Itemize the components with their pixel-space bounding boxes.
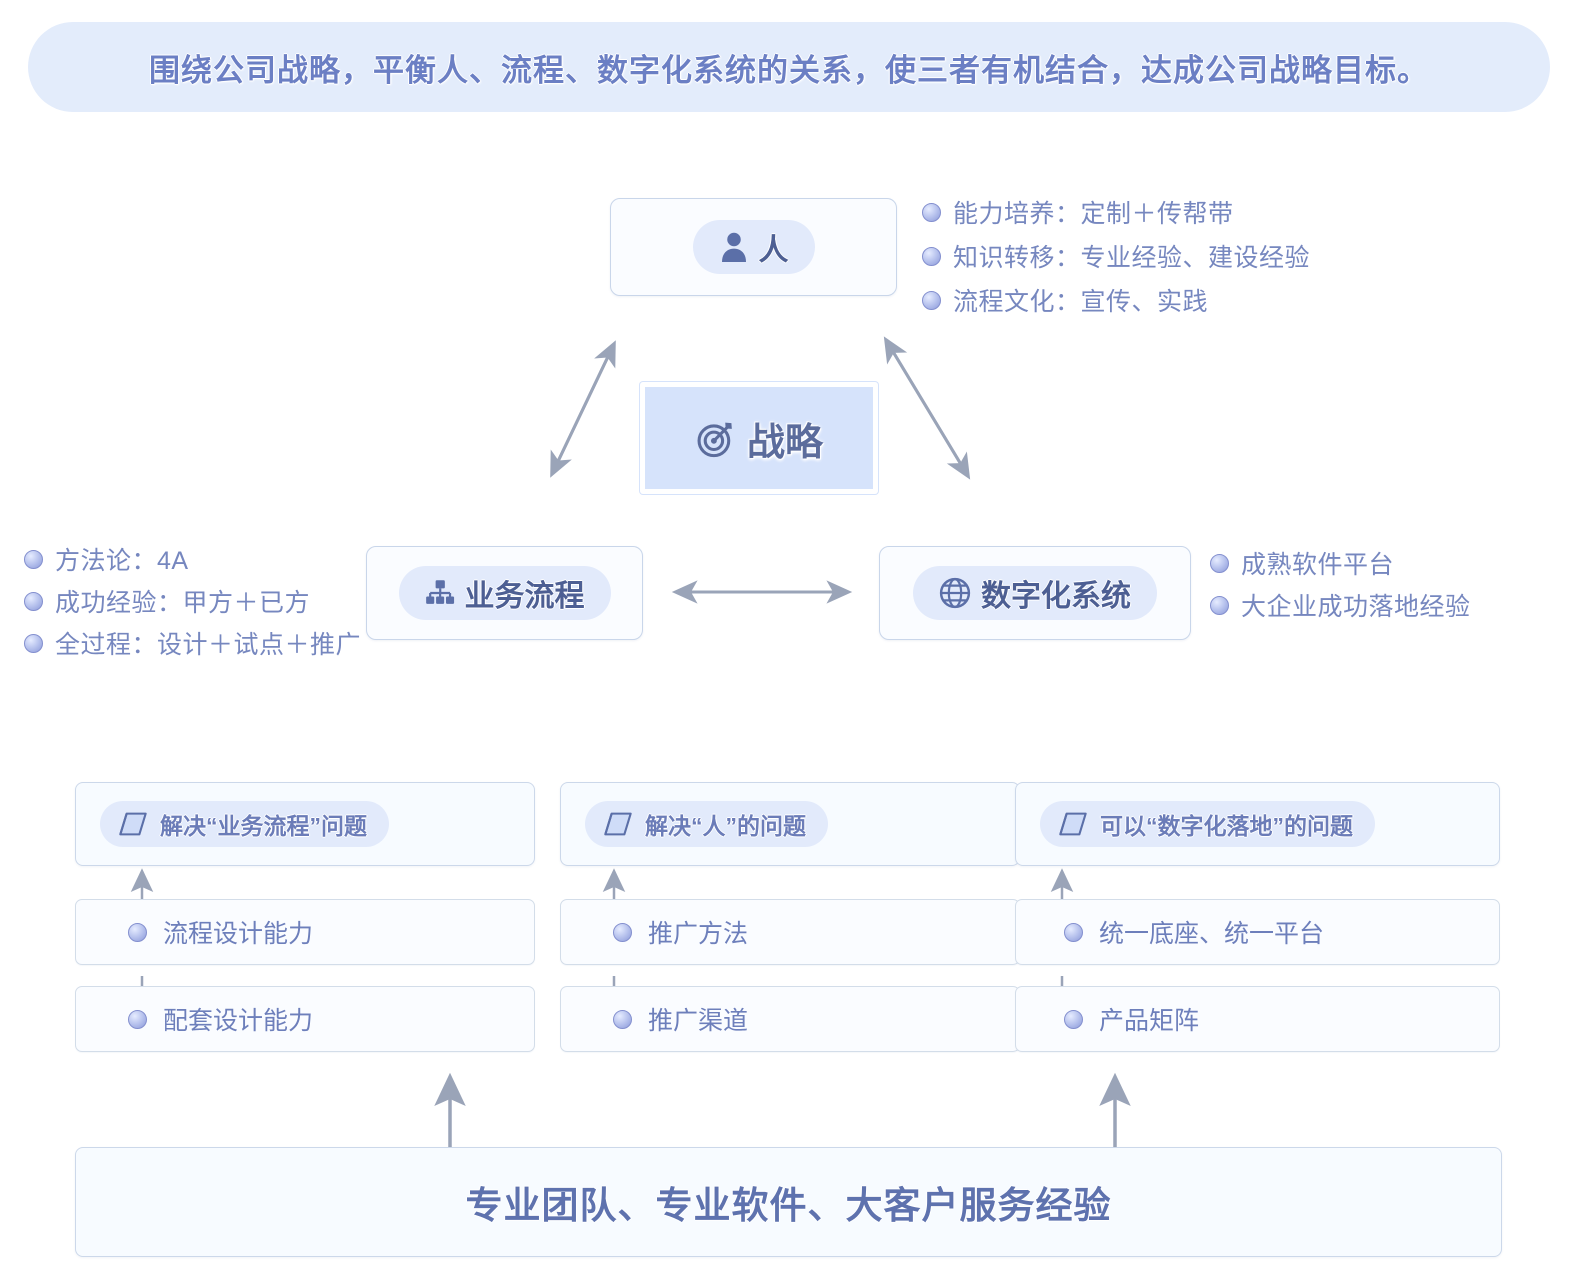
bullet-row: 能力培养：定制＋传帮带 (922, 190, 1310, 234)
bullet-row: 流程文化：宣传、实践 (922, 278, 1310, 322)
capability-item-label: 配套设计能力 (163, 1007, 314, 1035)
column-header-text: 解决“人”的问题 (645, 813, 806, 839)
header-title: 围绕公司战略，平衡人、流程、数字化系统的关系，使三者有机结合，达成公司战略目标。 (149, 52, 1429, 88)
strategy-box[interactable]: 战略 (640, 382, 878, 494)
bullet-text: 全过程：设计＋试点＋推广 (55, 631, 362, 659)
capability-item[interactable]: 统一底座、统一平台 (1015, 899, 1500, 965)
bullet-dot-icon (1064, 1009, 1083, 1029)
bullet-dot-icon (24, 591, 43, 611)
cube-icon (118, 810, 148, 838)
bullet-text: 知识转移：专业经验、建设经验 (953, 244, 1311, 272)
capability-item[interactable]: 推广渠道 (560, 986, 1020, 1052)
pillar-pill-system: 数字化系统 (913, 566, 1157, 620)
arrow-people-system (883, 336, 971, 480)
pillar-card-process[interactable]: 业务流程 (366, 546, 643, 640)
person-icon (719, 230, 749, 264)
bullet-text: 能力培养：定制＋传帮带 (953, 200, 1234, 228)
column-header-pill: 解决“人”的问题 (585, 801, 828, 847)
bullets-people: 能力培养：定制＋传帮带 知识转移：专业经验、建设经验 流程文化：宣传、实践 (922, 190, 1310, 322)
header-banner: 围绕公司战略，平衡人、流程、数字化系统的关系，使三者有机结合，达成公司战略目标。 (28, 22, 1550, 112)
column-header-card[interactable]: 解决“业务流程”问题 (75, 782, 535, 866)
capability-item-label: 产品矩阵 (1099, 1007, 1200, 1035)
cube-icon (1058, 810, 1088, 838)
pillar-pill-people: 人 (692, 220, 815, 274)
target-icon (695, 417, 737, 459)
column-header-pill: 解决“业务流程”问题 (100, 801, 389, 847)
bullet-row: 知识转移：专业经验、建设经验 (922, 234, 1310, 278)
capability-column-system: 可以“数字化落地”的问题 统一底座、统一平台 产品矩阵 (1015, 782, 1500, 1052)
pillar-card-people[interactable]: 人 (610, 198, 897, 296)
capability-item-label: 推广方法 (648, 920, 749, 948)
globe-icon (939, 577, 971, 609)
pillar-label-process: 业务流程 (464, 580, 585, 613)
pillar-label-system: 数字化系统 (981, 580, 1131, 613)
bullet-row: 成熟软件平台 (1210, 542, 1471, 584)
capability-item-label: 流程设计能力 (163, 920, 314, 948)
capability-item[interactable]: 配套设计能力 (75, 986, 535, 1052)
column-header-text: 可以“数字化落地”的问题 (1100, 813, 1353, 839)
strategy-inner: 战略 (695, 411, 823, 466)
bullet-text: 流程文化：宣传、实践 (953, 288, 1209, 316)
bullet-dot-icon (922, 202, 941, 222)
bullet-dot-icon (128, 1009, 147, 1029)
bullet-dot-icon (922, 290, 941, 310)
bullet-dot-icon (613, 1009, 632, 1029)
bullet-dot-icon (1210, 553, 1229, 573)
bullet-text: 大企业成功落地经验 (1241, 593, 1471, 621)
bullet-dot-icon (922, 246, 941, 266)
bullet-text: 方法论：4A (55, 547, 189, 575)
capability-column-process: 解决“业务流程”问题 流程设计能力 配套设计能力 (75, 782, 535, 1052)
capability-item-label: 统一底座、统一平台 (1099, 920, 1325, 948)
bullet-dot-icon (1064, 922, 1083, 942)
foundation-text: 专业团队、专业软件、大客户服务经验 (465, 1185, 1112, 1226)
bullet-dot-icon (1210, 595, 1229, 615)
capability-item[interactable]: 流程设计能力 (75, 899, 535, 965)
capability-item[interactable]: 推广方法 (560, 899, 1020, 965)
column-header-card[interactable]: 解决“人”的问题 (560, 782, 1020, 866)
capability-column-people: 解决“人”的问题 推广方法 推广渠道 (560, 782, 1020, 1052)
capability-item[interactable]: 产品矩阵 (1015, 986, 1500, 1052)
bullets-process: 方法论：4A 成功经验：甲方＋已方 全过程：设计＋试点＋推广 (24, 538, 361, 664)
arrow-process-people (550, 340, 616, 478)
pillar-label-people: 人 (758, 234, 789, 267)
bullet-row: 全过程：设计＋试点＋推广 (24, 622, 361, 664)
foundation-arrows (434, 1072, 1131, 1147)
bullet-row: 大企业成功落地经验 (1210, 584, 1471, 626)
cube-icon (603, 810, 633, 838)
capability-item-label: 推广渠道 (648, 1007, 749, 1035)
bullet-text: 成熟软件平台 (1241, 551, 1395, 579)
pillar-pill-process: 业务流程 (398, 566, 611, 620)
bullet-dot-icon (24, 549, 43, 569)
bullet-row: 成功经验：甲方＋已方 (24, 580, 361, 622)
strategy-label: 战略 (746, 421, 823, 464)
bullets-system: 成熟软件平台 大企业成功落地经验 (1210, 542, 1471, 626)
bullet-dot-icon (613, 922, 632, 942)
column-header-pill: 可以“数字化落地”的问题 (1040, 801, 1375, 847)
sitemap-icon (425, 578, 455, 608)
bullet-dot-icon (24, 633, 43, 653)
bullet-dot-icon (128, 922, 147, 942)
bullet-row: 方法论：4A (24, 538, 361, 580)
pillar-card-system[interactable]: 数字化系统 (879, 546, 1191, 640)
column-header-text: 解决“业务流程”问题 (160, 813, 367, 839)
column-header-card[interactable]: 可以“数字化落地”的问题 (1015, 782, 1500, 866)
foundation-banner: 专业团队、专业软件、大客户服务经验 (75, 1147, 1502, 1257)
bullet-text: 成功经验：甲方＋已方 (55, 589, 311, 617)
